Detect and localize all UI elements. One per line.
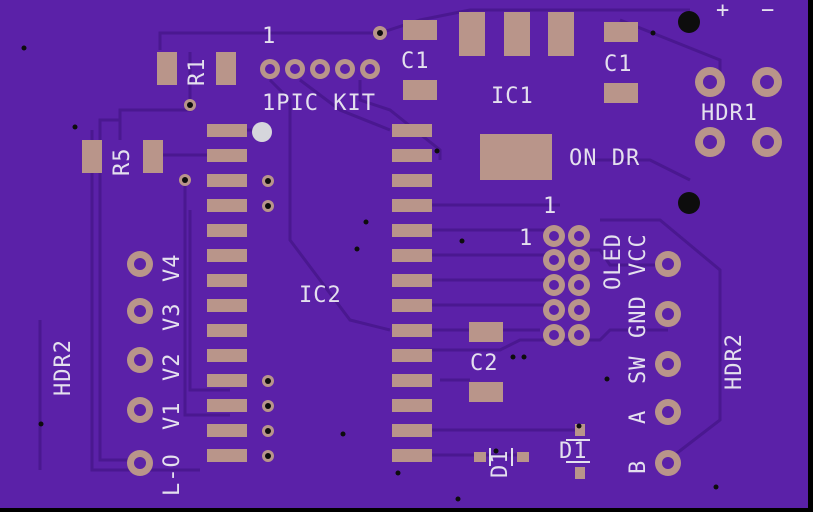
small-vias	[21, 30, 719, 502]
r1-pad-a	[157, 52, 177, 85]
via-holes	[182, 30, 383, 459]
ic1-label: IC1	[491, 84, 534, 109]
d1-left-pad-a	[474, 452, 486, 462]
hdr2-left-label: HDR2	[51, 339, 76, 396]
v4-label: V4	[160, 253, 185, 283]
pickit-header-holes	[265, 64, 375, 74]
c2-pad-a	[469, 322, 503, 342]
l-o-label: L-O	[160, 453, 185, 496]
sw-label: SW	[626, 355, 651, 385]
c1-right-pad-b	[604, 83, 638, 103]
ic2-right-pads	[392, 124, 432, 462]
hdr2-right-label: HDR2	[722, 333, 747, 390]
r1-label: R1	[185, 57, 210, 87]
d1-right-pad-a	[575, 424, 585, 436]
oled-label: OLED	[601, 233, 626, 290]
c2-label: C2	[470, 351, 499, 376]
v2-label: V2	[160, 352, 185, 382]
r5-pad-b	[143, 140, 163, 173]
d1-left-label: D1	[488, 449, 513, 479]
d1-right-label: D1	[559, 439, 588, 464]
v3-label: V3	[160, 302, 185, 332]
smd-pads	[82, 12, 638, 479]
pickit-pin1-label: 1	[262, 24, 277, 49]
d1-left-pad-b	[517, 452, 529, 462]
gnd-label: GND	[626, 295, 651, 338]
ic2-label: IC2	[299, 283, 342, 308]
c1-left-pad-a	[403, 20, 437, 40]
ic2-left-pads	[207, 124, 247, 462]
r5-pad-a	[82, 140, 102, 173]
hdr1-label: HDR1	[701, 101, 758, 126]
minus-label: −	[761, 0, 776, 23]
v1-label: V1	[160, 401, 185, 431]
hdr1-holes	[703, 75, 774, 149]
ic1-pad-3	[548, 12, 574, 56]
c1-right-pad-a	[604, 22, 638, 42]
on-dr-label: ON DR	[569, 146, 641, 171]
plus-label: +	[716, 0, 731, 23]
ic1-pad-1	[459, 12, 485, 56]
vcc-label: VCC	[626, 233, 651, 276]
a-label: A	[626, 409, 651, 424]
ic1-pad-2	[504, 12, 530, 56]
hdr2-right-holes	[662, 258, 674, 469]
ic2-pin1-marker	[252, 122, 272, 142]
c2-pad-b	[469, 382, 503, 402]
c1-right-label: C1	[604, 52, 633, 77]
pickit-label: 1PIC KIT	[262, 91, 376, 116]
r5-label: R5	[110, 147, 135, 177]
oled-header-holes	[549, 231, 584, 340]
hdr1-pads	[695, 67, 782, 157]
d1-right-pad-b	[575, 467, 585, 479]
c1-left-pad-b	[403, 80, 437, 100]
b-label: B	[626, 459, 651, 474]
r1-pad-b	[216, 52, 236, 85]
oled-pin1-left-label: 1	[519, 226, 534, 251]
diode-outlines	[489, 439, 590, 466]
c1-left-label: C1	[401, 49, 430, 74]
oled-pin1-top-label: 1	[543, 194, 558, 219]
hdr2-left-holes	[134, 258, 146, 469]
ic1-tab-pad	[480, 134, 552, 180]
mounting-holes	[678, 11, 700, 214]
